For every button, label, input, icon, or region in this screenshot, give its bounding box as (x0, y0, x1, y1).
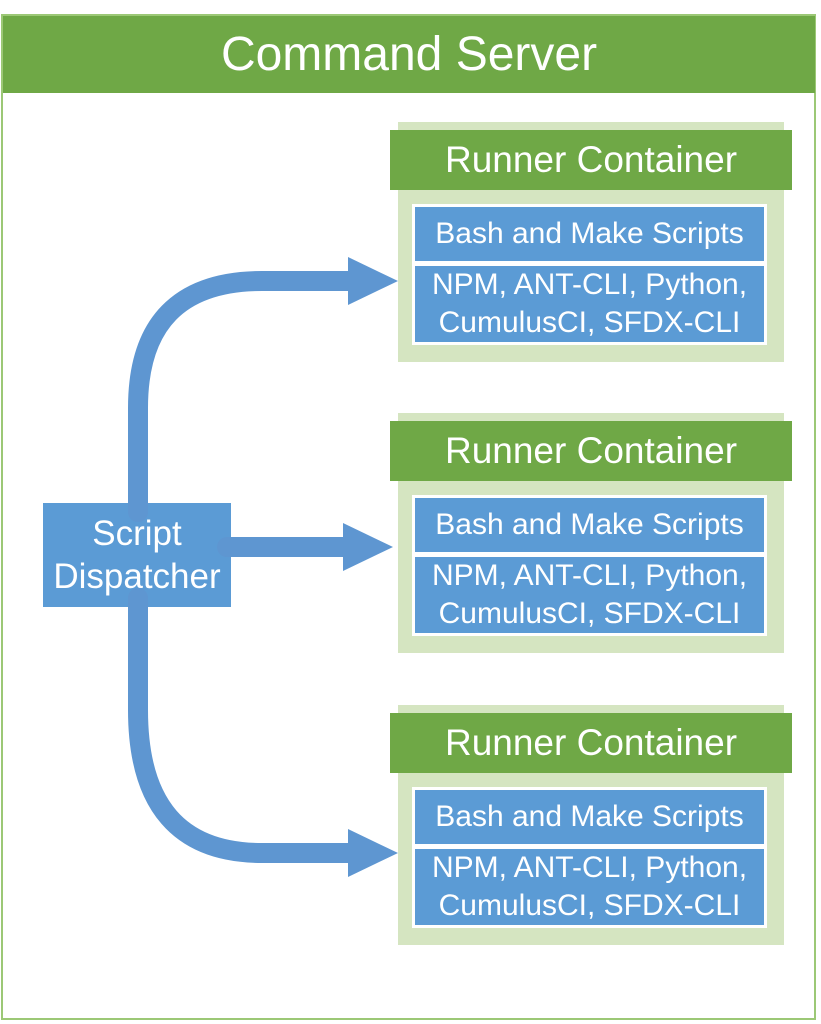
arrow-shaft (128, 588, 360, 863)
arrow-to-runner-3 (128, 588, 398, 877)
runner-container-group-1: Runner Container Bash and Make Scripts N… (390, 122, 792, 362)
runner-container-group-2: Runner Container Bash and Make Scripts N… (390, 413, 792, 653)
runner-container-title: Runner Container (444, 722, 738, 763)
arrow-head-icon (343, 523, 393, 571)
runner-tools-box: Bash and Make Scripts NPM, ANT-CLI, Pyth… (412, 787, 767, 928)
runner-container-title: Runner Container (444, 430, 738, 471)
cli-tools-box: NPM, ANT-CLI, Python, CumulusCI, SFDX-CL… (415, 849, 764, 925)
runner-container-group-3: Runner Container Bash and Make Scripts N… (390, 705, 792, 945)
command-server-header: Command Server (3, 16, 815, 93)
arrow-shaft (128, 271, 360, 522)
script-dispatcher-line2: Dispatcher (53, 557, 221, 596)
cli-tools-box: NPM, ANT-CLI, Python, CumulusCI, SFDX-CL… (415, 557, 764, 633)
runner-tools-box: Bash and Make Scripts NPM, ANT-CLI, Pyth… (412, 495, 767, 636)
scripts-box: Bash and Make Scripts (415, 207, 764, 261)
runner-container-title: Runner Container (444, 139, 738, 180)
runner-container-header: Runner Container (390, 130, 792, 190)
runner-tools-box: Bash and Make Scripts NPM, ANT-CLI, Pyth… (412, 204, 767, 345)
arrow-to-runner-1 (128, 257, 398, 522)
runner-container-header: Runner Container (390, 421, 792, 481)
scripts-box: Bash and Make Scripts (415, 790, 764, 844)
arrow-to-runner-2 (217, 523, 393, 571)
script-dispatcher-line1: Script (92, 514, 182, 553)
cli-tools-box: NPM, ANT-CLI, Python, CumulusCI, SFDX-CL… (415, 266, 764, 342)
script-dispatcher-box: Script Dispatcher (43, 503, 231, 607)
scripts-box: Bash and Make Scripts (415, 498, 764, 552)
command-server-title: Command Server (220, 28, 598, 81)
runner-container-header: Runner Container (390, 713, 792, 773)
